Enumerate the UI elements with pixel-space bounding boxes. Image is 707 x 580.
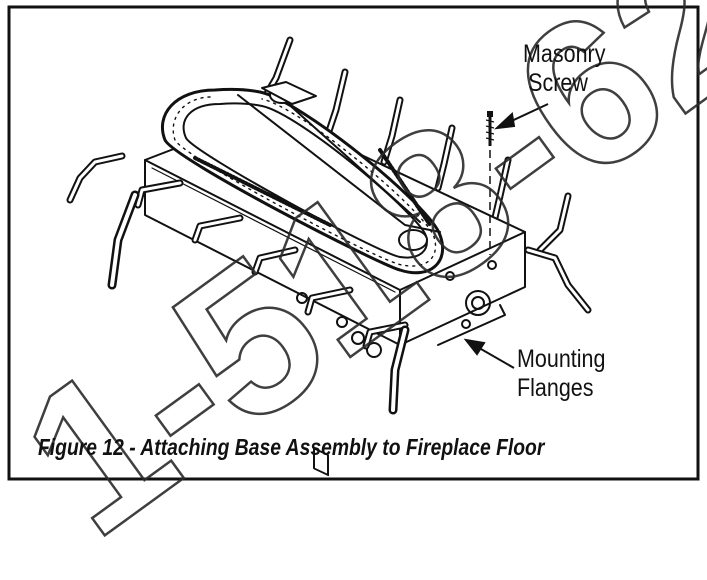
callout-masonry-screw: Masonry Screw [523,40,605,98]
callout-mounting-flanges-line2: Flanges [517,374,594,402]
callout-mounting-flanges: Mounting Flanges [517,345,605,403]
callout-masonry-screw-line2: Screw [528,69,588,97]
callout-masonry-screw-line1: Masonry [523,40,606,68]
masonry-screw [485,111,495,255]
log-grate-assembly [66,36,592,477]
figure-border [7,5,700,481]
figure-caption: Figure 12 - Attaching Base Assembly to F… [38,434,545,460]
leader-arrows [463,103,549,369]
callout-mounting-flanges-line1: Mounting [517,345,606,373]
figure-illustration [7,5,700,481]
